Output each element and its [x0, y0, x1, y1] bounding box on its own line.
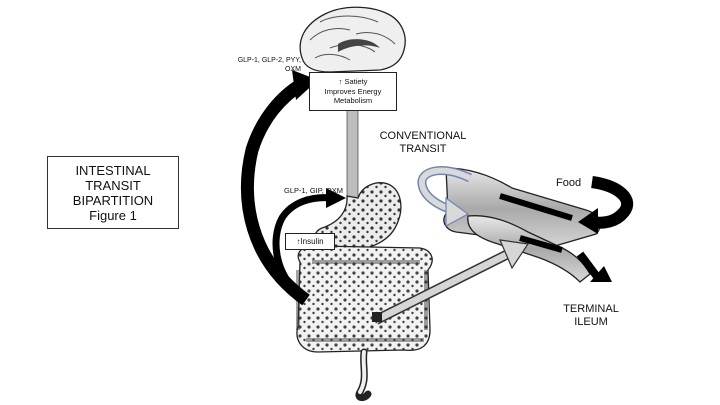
gut-hormones-label: GLP-1, GIP, OXM — [284, 186, 344, 195]
conventional-transit-label: CONVENTIONAL TRANSIT — [378, 130, 468, 156]
esophagus — [346, 109, 359, 199]
food-label: Food — [556, 177, 582, 189]
intestines — [296, 245, 433, 402]
figure-title-box: INTESTINAL TRANSIT BIPARTITION Figure 1 — [47, 156, 179, 229]
arrow-to-terminal-ileum — [576, 251, 612, 282]
satiety-line-1: ↑ Satiety — [338, 77, 368, 87]
brain-hormones-line-1: GLP-1, GLP-2, PYY, — [237, 57, 301, 64]
stomach — [314, 182, 402, 252]
brain — [299, 6, 406, 73]
conventional-line-1: CONVENTIONAL — [379, 130, 467, 142]
insulin-box: ↑Insulin — [285, 233, 335, 250]
arrow-intestine-to-stomach — [272, 188, 346, 297]
title-line-2: TRANSIT — [85, 177, 141, 193]
arrow-food-input — [578, 176, 634, 234]
terminal-line-2: ILEUM — [574, 316, 608, 328]
arrow-conventional-transit — [417, 166, 472, 228]
brain-hormones-line-2: OXM — [285, 66, 301, 73]
conventional-line-2: TRANSIT — [399, 143, 447, 155]
title-line-4: Figure 1 — [89, 207, 137, 223]
satiety-line-2: Improves Energy — [324, 86, 382, 96]
brain-hormones-label: GLP-1, GLP-2, PYY, OXM — [221, 56, 301, 74]
title-line-3: BIPARTITION — [72, 192, 154, 208]
terminal-ileum-label: TERMINAL ILEUM — [556, 303, 626, 329]
intestinal-bypass-tube — [443, 167, 601, 283]
title-line-1: INTESTINAL — [75, 162, 151, 178]
terminal-line-1: TERMINAL — [563, 303, 619, 315]
satiety-line-3: Metabolism — [333, 96, 373, 106]
arrow-intestine-to-bypass — [372, 239, 530, 325]
satiety-box: ↑ Satiety Improves Energy Metabolism — [309, 72, 397, 111]
